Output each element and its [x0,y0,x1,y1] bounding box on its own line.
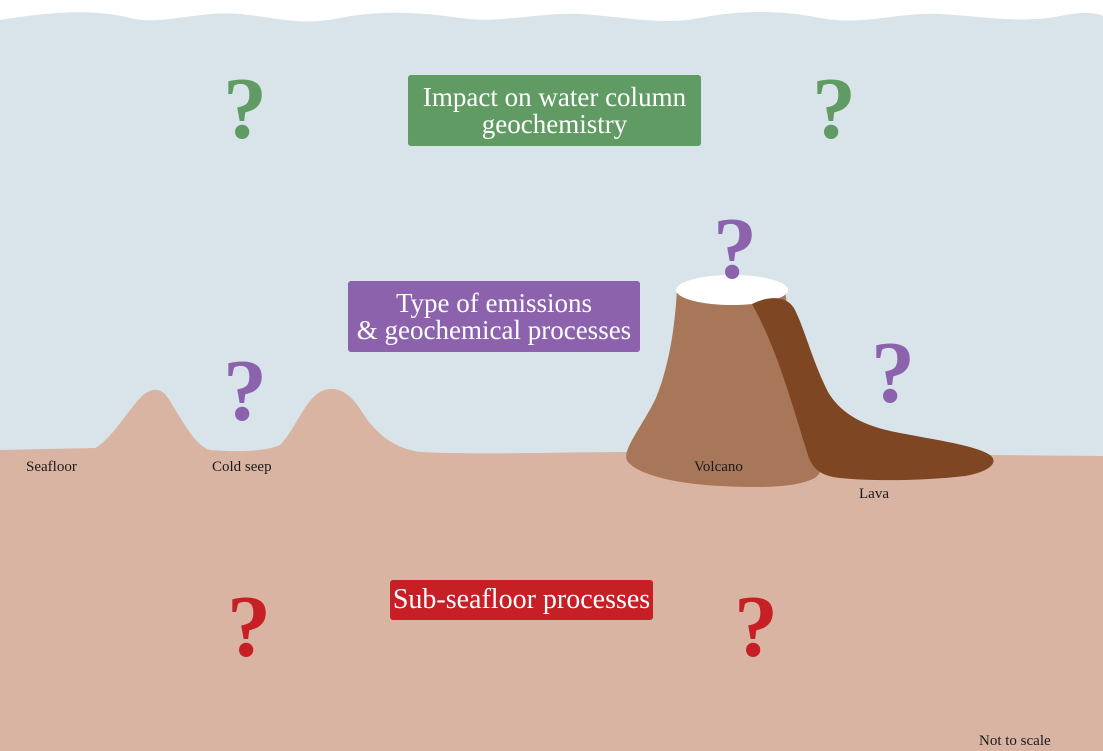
question-mark-purple-lava: ? [871,325,915,422]
water-column [0,12,1103,460]
seafloor-label: Seafloor [26,459,77,475]
question-mark-purple-volcano: ? [713,201,757,298]
subseafloor-processes-label: Sub-seafloor processes [390,580,653,620]
not-to-scale-note: Not to scale [979,733,1051,749]
seafloor-sediment [0,388,1103,751]
question-mark-green-left: ? [223,61,267,158]
cold-seep-label: Cold seep [212,459,272,475]
volcano-crater [676,275,788,305]
water-column-label-line1: Impact on water column [422,81,687,112]
lava-label: Lava [859,486,889,502]
question-mark-purple-cold-seep: ? [223,343,267,440]
subseafloor-label-text: Sub-seafloor processes [392,584,651,615]
question-mark-red-left: ? [227,579,271,676]
volcano-label: Volcano [694,459,743,475]
question-mark-green-right: ? [812,61,856,158]
lava-flow [752,298,994,481]
question-mark-red-right: ? [734,579,778,676]
water-column-label-line2: geochemistry [481,108,628,139]
water-column-impact-label: Impact on water column geochemistry [408,75,701,146]
emissions-label-line1: Type of emissions [395,287,593,318]
emissions-processes-label: Type of emissions & geochemical processe… [348,281,640,352]
emissions-label-line2: & geochemical processes [356,314,632,345]
